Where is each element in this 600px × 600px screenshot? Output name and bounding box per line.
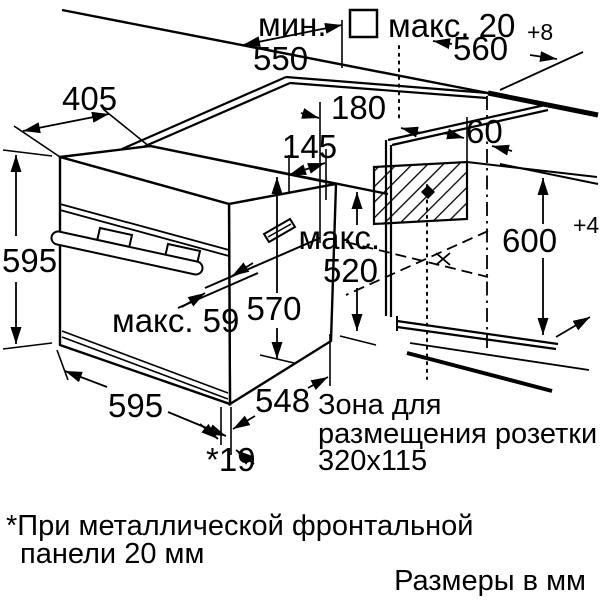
countertop-left-edge-top xyxy=(121,75,287,151)
niche-floor-front-edge-bottom xyxy=(396,325,557,351)
cabinet-side-top-edge xyxy=(499,163,599,185)
dim-405 xyxy=(22,111,110,134)
hidden-edge-dashed-1 xyxy=(345,241,489,278)
label-max520-value: 520 xyxy=(323,252,378,289)
dim-560-right-arrow xyxy=(529,51,558,62)
zone-pointer-arrow xyxy=(555,316,591,338)
wall-top-edge-thick xyxy=(487,90,599,118)
label-595-height: 595 xyxy=(2,242,57,279)
door-bottom-line-1 xyxy=(61,330,229,394)
niche-back-wall-line xyxy=(466,161,598,178)
dim-548-right-arrow xyxy=(307,376,329,391)
label-548: 548 xyxy=(255,382,310,419)
label-570: 570 xyxy=(246,290,301,327)
label-560: 560 xyxy=(453,30,508,67)
label-145: 145 xyxy=(282,128,337,165)
niche-floor-front-edge-top xyxy=(396,319,559,346)
label-180: 180 xyxy=(331,89,386,126)
dim-19-right-arrow xyxy=(235,449,255,465)
cabinet-bottom-front-edge xyxy=(406,351,553,393)
dim-548-left-arrow xyxy=(232,415,256,430)
tick-520-bottom xyxy=(339,335,377,346)
label-max520-prefix: макс. xyxy=(298,219,380,256)
dim-60-left-arrow xyxy=(443,128,465,140)
label-19: *19 xyxy=(206,441,256,478)
center-cross-mark-2 xyxy=(435,252,451,266)
units-note: Размеры в мм xyxy=(394,565,586,597)
countertop-left-edge-bottom xyxy=(126,81,291,156)
socket-zone-text-line1: Зона для xyxy=(318,389,441,421)
label-595-width: 595 xyxy=(108,387,163,424)
label-min: мин. xyxy=(258,6,327,43)
niche-top-edge-inner xyxy=(391,108,549,147)
oven-front-face xyxy=(58,155,232,406)
ext-595-top xyxy=(2,149,53,157)
hidden-edge-dashed-2 xyxy=(345,230,489,296)
door-plane-guide-1 xyxy=(204,237,321,289)
countertop-front-edge-top xyxy=(285,75,489,95)
dim-19-left-arrow xyxy=(199,423,219,440)
label-600-tolerance: +4 xyxy=(573,212,599,238)
ext-405-back xyxy=(102,108,151,148)
control-panel-bottom-line-2 xyxy=(59,209,230,257)
dim-595w-left-arrow xyxy=(64,370,108,388)
door-handle-bar xyxy=(52,232,202,274)
dim-60-right-arrow xyxy=(491,144,513,156)
control-panel-bottom-line-1 xyxy=(59,203,230,251)
dim-145 xyxy=(288,162,326,176)
dim-59-lower-arrow xyxy=(181,292,206,308)
side-vent-slot-inner xyxy=(267,223,292,238)
label-max59: макс. 59 xyxy=(112,302,239,339)
label-550: 550 xyxy=(253,40,308,77)
socket-zone-text-line2: размещения розетки xyxy=(318,418,597,450)
label-max20: макс. 20 xyxy=(388,7,515,44)
wall-top-edge xyxy=(61,8,489,95)
label-600: 600 xyxy=(502,222,557,259)
dim-59-upper-arrow xyxy=(231,262,254,277)
ext-595-bottom xyxy=(2,342,53,350)
dim-560-left-arrow xyxy=(432,38,453,50)
dim-180-right-arrow xyxy=(400,126,422,138)
label-560-tolerance: +8 xyxy=(527,19,553,45)
label-60: 60 xyxy=(466,113,503,150)
footnote-line2: панели 20 мм xyxy=(20,538,204,570)
niche-width-extension-line xyxy=(499,51,584,91)
door-bottom-line-2 xyxy=(61,336,229,400)
socket-zone-text-line3: 320x115 xyxy=(318,445,427,477)
ext-405-front xyxy=(13,125,61,158)
socket-point-marker xyxy=(421,185,435,199)
extension-lines xyxy=(2,20,468,455)
label-405: 405 xyxy=(62,80,117,117)
cabinet-bottom-mid-line xyxy=(409,342,590,371)
dim-180-left-arrow xyxy=(300,108,320,119)
countertop-front-edge-bottom xyxy=(289,81,488,100)
oven xyxy=(50,144,389,407)
countertop-and-wall xyxy=(61,8,599,156)
socket-zone-hatched-area xyxy=(372,160,469,226)
footnote-line1: *При металлической фронтальной xyxy=(6,510,473,542)
dim-550 xyxy=(242,22,343,48)
dimension-arrows xyxy=(10,22,591,465)
square-symbol xyxy=(348,8,379,39)
